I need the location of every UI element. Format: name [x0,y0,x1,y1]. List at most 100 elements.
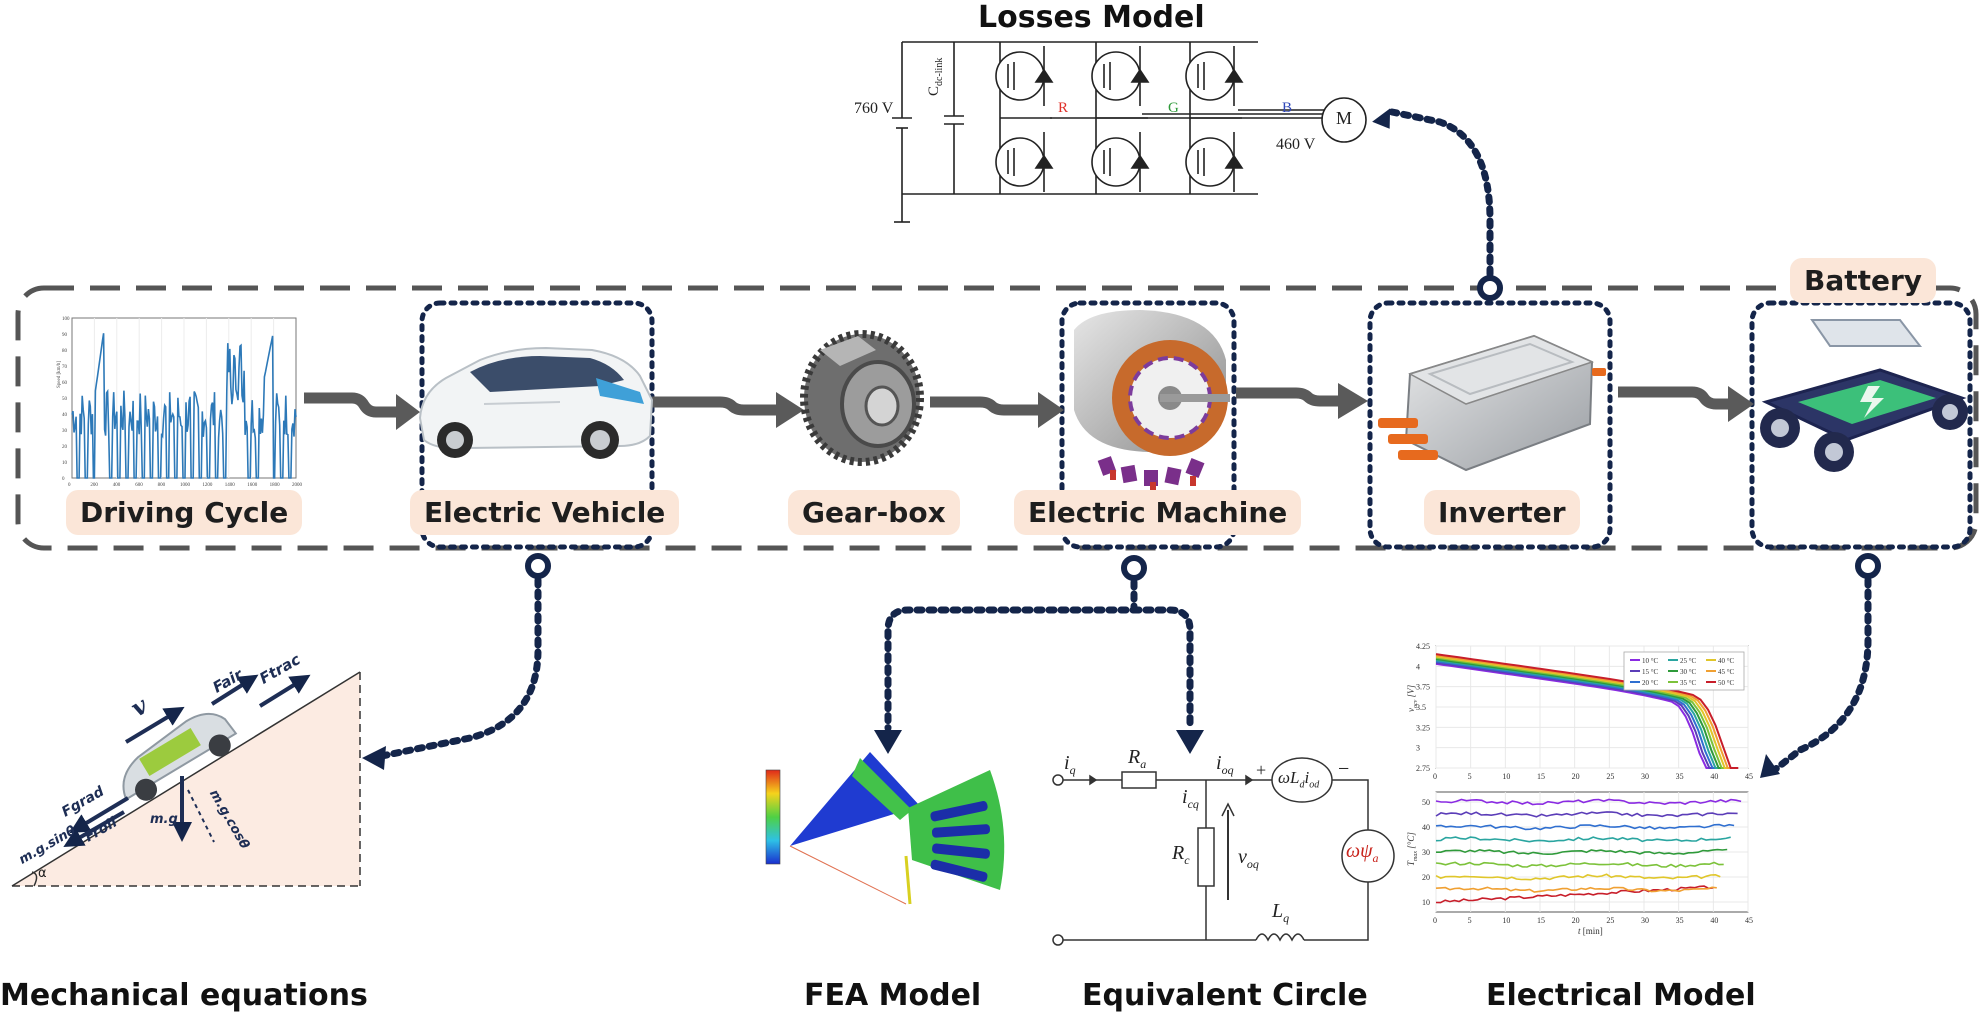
phase-g-label: G [1168,100,1179,116]
driving-cycle-xtick: 800 [158,483,166,488]
driving-cycle-ytick: 60 [62,381,68,386]
ocv-xtick: 25 [1606,772,1614,781]
gear-box-label: Gear-box [788,490,960,535]
temp-series-line [1435,836,1731,843]
plus-sign: + [1256,760,1267,780]
ocv-xtick: 45 [1745,772,1753,781]
temp-series-line [1435,885,1714,904]
iq-label: iq [1064,752,1076,777]
system-frame [15,285,1979,551]
legend-entry: 50 °C [1718,679,1735,687]
driving-cycle-ylabel: Speed [km/h] [57,361,62,388]
temp-series-line [1435,886,1717,893]
fea-model-title: FEA Model [804,978,982,1013]
phase-b-label: B [1282,100,1293,116]
temp-series-line [1436,848,1728,856]
driving-cycle-ytick: 90 [62,333,68,338]
alpha-label: α [38,866,47,881]
temp-xtick: 45 [1745,916,1753,925]
equivalent-circuit [1052,757,1395,946]
ocv-ytick: 4.25 [1416,642,1430,651]
driving-cycle-ytick: 30 [62,429,68,434]
temp-xlabel: t [min] [1578,926,1603,936]
legend-entry: 25 °C [1680,657,1697,665]
ocv-legend [1623,651,1745,691]
ocv-series-line [1435,654,1736,769]
ocv-xtick: 40 [1710,772,1718,781]
legend-entry: 20 °C [1642,679,1659,687]
driving-cycle-xtick: 600 [135,483,143,488]
ocv-xtick: 35 [1676,772,1684,781]
rc-label: Rc [1172,842,1190,867]
gear-box-image [800,330,924,466]
driving-cycle-ytick: 50 [62,397,68,402]
phase-r-label: R [1058,100,1069,116]
dc-voltage-label: 760 V [854,100,894,117]
flow-arrow-heads [396,383,1754,430]
legend-entry: 40 °C [1718,657,1735,665]
temp-ytick: 20 [1422,873,1430,882]
temp-xtick: 15 [1537,916,1545,925]
battery-image [1760,319,1968,472]
mechanical-figure [11,671,361,887]
inverter-frame [1367,300,1613,550]
ra-label: Ra [1128,746,1147,771]
temp-xtick: 40 [1710,916,1718,925]
driving-cycle-xtick: 400 [113,483,121,488]
legend-entry: 30 °C [1680,668,1697,676]
ocv-ytick: 3.75 [1416,683,1430,692]
mechanical-equations-title: Mechanical equations [0,978,368,1013]
lq-label: Lq [1272,900,1290,925]
temp-ytick: 10 [1422,898,1430,907]
temp-ylabel: Tmax [°C] [1406,832,1419,866]
ocv-series-line [1435,661,1717,769]
ioq-label: ioq [1216,752,1234,777]
temp-xtick: 25 [1606,916,1614,925]
ocv-ytick: 4 [1416,662,1420,671]
mg-label: m.g [150,812,178,827]
temp-xtick: 5 [1468,916,1472,925]
driving-cycle-xtick: 0 [68,483,71,488]
ocv-series-line [1435,655,1733,769]
temp-xtick: 10 [1502,916,1510,925]
electric-machine-image [1074,310,1230,492]
battery-frame [1749,300,1973,550]
capacitor-label: Cdc-link [926,57,945,96]
temp-series-line [1435,861,1724,868]
temp-ytick: 50 [1422,798,1430,807]
electric-vehicle-label: Electric Vehicle [410,490,680,535]
driving-cycle-ytick: 0 [62,477,65,482]
ocv-xtick: 0 [1433,772,1437,781]
driving-cycle-ytick: 80 [62,349,68,354]
icq-label: icq [1182,786,1199,811]
equivalent-circle-title: Equivalent Circle [1082,978,1368,1013]
driving-cycle-xtick: 1200 [202,483,213,488]
driving-cycle-xtick: 1600 [247,483,258,488]
losses-model-title: Losses Model [978,0,1205,35]
ocv-series-line [1435,653,1739,769]
temp-series-line [1435,873,1721,881]
inverter-image [1378,334,1606,472]
electric-machine-label: Electric Machine [1014,490,1302,535]
fea-figure [765,752,1005,905]
driving-cycle-label: Driving Cycle [66,490,303,535]
ocv-chart: 10 °C15 °C20 °C25 °C30 °C35 °C40 °C45 °C… [1416,642,1753,781]
driving-cycle-ytick: 70 [62,365,68,370]
connectors [368,108,1872,779]
temp-xtick: 20 [1572,916,1580,925]
electric-vehicle-image [418,346,654,459]
temp-xtick: 0 [1433,916,1437,925]
losses-circuit [892,41,1367,223]
phase-voltage-label: 460 V [1276,136,1316,153]
temp-ytick: 30 [1422,848,1430,857]
inverter-label: Inverter [1424,490,1580,535]
speed-trace [71,333,297,479]
temp-series-line [1435,811,1738,818]
ocv-xtick: 30 [1641,772,1649,781]
temp-xtick: 35 [1676,916,1684,925]
ocv-xtick: 10 [1502,772,1510,781]
ocv-ytick: 3 [1416,744,1420,753]
voq-label: voq [1238,846,1259,871]
